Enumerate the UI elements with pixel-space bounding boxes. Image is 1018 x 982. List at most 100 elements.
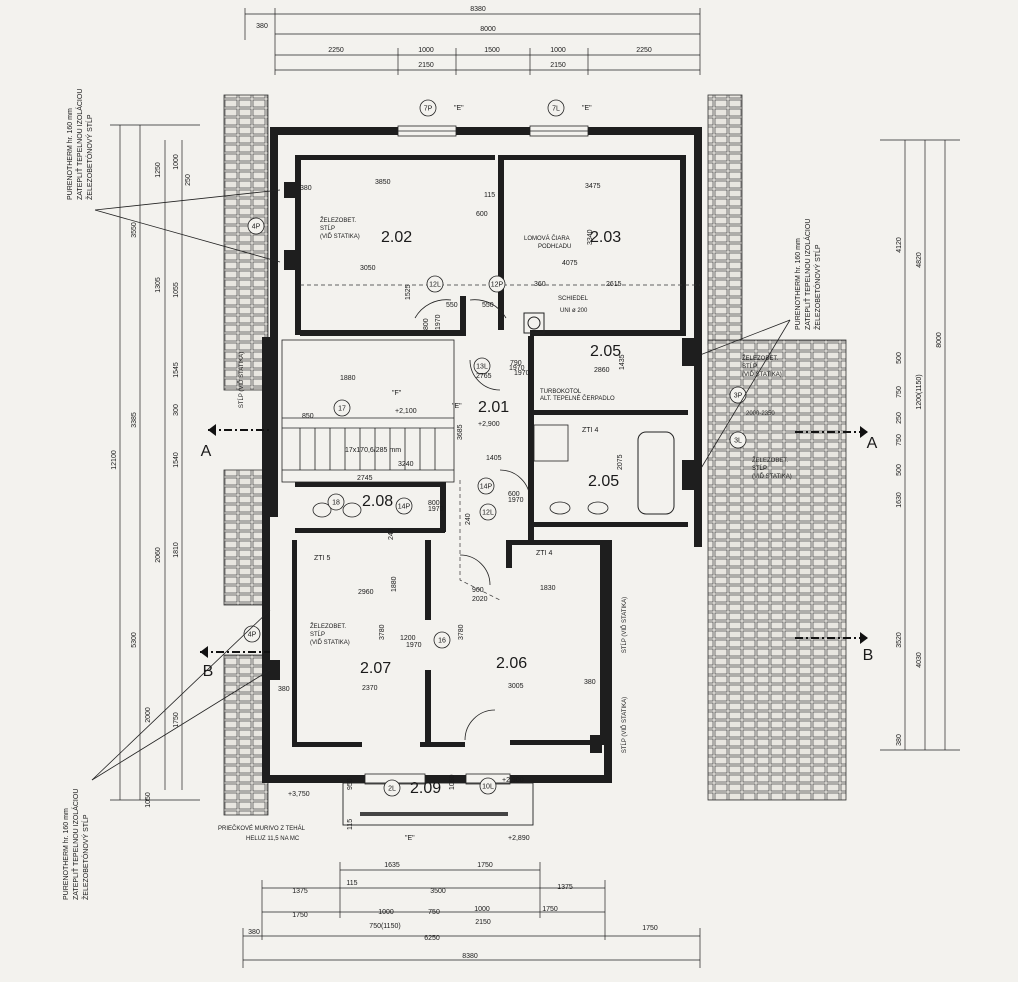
svg-text:4030: 4030 xyxy=(916,652,923,668)
svg-text:4120: 4120 xyxy=(896,237,903,253)
interior-dimension: 1970 xyxy=(514,370,530,377)
svg-text:115: 115 xyxy=(346,880,357,887)
svg-text:1000: 1000 xyxy=(173,154,180,170)
svg-text:8000: 8000 xyxy=(936,332,943,348)
svg-text:250: 250 xyxy=(185,174,192,186)
wall-206-right xyxy=(600,545,605,745)
section-mark-a-left: A xyxy=(201,443,212,460)
svg-text:ŽELEZOBETÓNOVÝ STĹP: ŽELEZOBETÓNOVÝ STĹP xyxy=(813,244,822,330)
room-label-206: 2.06 xyxy=(496,655,527,672)
section-mark-b-right: B xyxy=(863,647,874,664)
label-stlp-right-lower: STĹP (VIĎ STATIKA) xyxy=(620,697,628,753)
svg-text:500: 500 xyxy=(896,352,903,364)
svg-text:18: 18 xyxy=(332,500,340,507)
svg-text:1750: 1750 xyxy=(292,912,308,919)
svg-text:3P: 3P xyxy=(734,393,743,400)
svg-text:1810: 1810 xyxy=(173,542,180,558)
svg-text:12P: 12P xyxy=(491,282,504,289)
elevation-mark-e-top-right: "E" xyxy=(582,105,592,112)
interior-dimension: 3780 xyxy=(379,624,386,640)
wall-right-upper xyxy=(694,127,702,337)
walls xyxy=(262,127,702,783)
interior-dimension: 800 xyxy=(428,500,440,507)
label-zti4-bath: ZTI 4 xyxy=(582,427,598,434)
label-stlp-left: STĹP (VIĎ STATIKA) xyxy=(237,352,245,408)
svg-text:2L: 2L xyxy=(388,786,396,793)
window-tag: 7P xyxy=(419,99,437,117)
interior-dimension: 2960 xyxy=(358,589,374,596)
window-tag: 13L xyxy=(473,357,491,375)
dim-bottom-total: 8380 xyxy=(462,953,478,960)
svg-text:2000: 2000 xyxy=(145,707,152,723)
svg-text:14P: 14P xyxy=(480,484,493,491)
window-tag: 7L xyxy=(547,99,565,117)
window-tag: 14P xyxy=(477,477,495,495)
wall-203-bottom xyxy=(530,330,686,336)
interior-dimension: 900 xyxy=(472,587,484,594)
wall-hall-pier xyxy=(460,296,466,336)
interior-dimension: 3240 xyxy=(398,461,414,468)
level-2100: +2,100 xyxy=(395,408,417,415)
washbasin-right xyxy=(587,501,609,515)
interior-dimension: 3475 xyxy=(585,183,601,190)
interior-dimension: 2370 xyxy=(362,685,378,692)
svg-text:ŽELEZOBETÓNOVÝ STĹP: ŽELEZOBETÓNOVÝ STĹP xyxy=(85,114,94,200)
svg-text:1750: 1750 xyxy=(542,906,558,913)
wall-207-206-divider-lower xyxy=(425,670,431,745)
window-tag: 16 xyxy=(433,631,451,649)
roof-strip-left-lower xyxy=(223,654,269,816)
room-label-204: 2.05 xyxy=(590,343,621,360)
svg-text:14P: 14P xyxy=(398,504,411,511)
wall-206-top xyxy=(506,540,606,545)
wall-207-bottom-left xyxy=(292,742,362,747)
interior-dimension: 1970 xyxy=(428,506,444,513)
insulation-note-bottom: PURENOTHERM hr. 160 mm ZATEPLIŤ TEPELNOU… xyxy=(63,789,90,900)
wall-left-middle xyxy=(262,337,278,517)
svg-text:13L: 13L xyxy=(476,364,488,371)
wall-left-lower xyxy=(262,517,270,782)
balcony-parapet xyxy=(360,812,508,816)
svg-text:PURENOTHERM hr. 160 mm: PURENOTHERM hr. 160 mm xyxy=(63,808,70,900)
wall-204-left xyxy=(528,336,534,421)
label-zti5: ZTI 5 xyxy=(314,555,330,562)
svg-text:1545: 1545 xyxy=(173,362,180,378)
svg-text:ŽELEZOBETÓNOVÝ STĹP: ŽELEZOBETÓNOVÝ STĹP xyxy=(81,814,90,900)
interior-dimension: 4075 xyxy=(562,260,578,267)
room-label-203: 2.03 xyxy=(590,229,621,246)
window-tag: 12L xyxy=(426,275,444,293)
room-label-205: 2.05 xyxy=(588,473,619,490)
balcony-outline xyxy=(342,782,534,826)
column-bottom-right xyxy=(590,735,602,753)
elevation-mark-e-hall: "E" xyxy=(452,403,462,410)
label-podhladu: PODHĽADU xyxy=(538,244,571,250)
label-zelezobet-lower-left: ŽELEZOBET. xyxy=(310,622,346,630)
window-tag: 4P xyxy=(243,625,261,643)
label-alt-pump: ALT. TEPELNÉ ČERPADLO xyxy=(540,395,615,402)
window-tag: 4P xyxy=(247,217,265,235)
svg-text:750(1150): 750(1150) xyxy=(369,923,400,930)
svg-text:3500: 3500 xyxy=(430,888,446,895)
interior-dimension: 1970 xyxy=(509,365,525,372)
column-left-lower xyxy=(266,660,280,680)
wall-room-202-top xyxy=(295,155,495,160)
interior-dimension: 115 xyxy=(484,192,495,199)
svg-text:6250: 6250 xyxy=(424,935,440,942)
wall-206-bottom xyxy=(510,740,605,745)
window-tag: 3L xyxy=(729,431,747,449)
svg-text:750: 750 xyxy=(428,909,440,916)
room-label-202: 2.02 xyxy=(381,229,412,246)
wall-204-bottom xyxy=(528,410,688,415)
interior-dimension: 2765 xyxy=(476,373,492,380)
interior-dimension: 2075 xyxy=(617,454,624,470)
room-label-201: 2.01 xyxy=(478,399,509,416)
interior-dimensions: 3803850347511560030504075261533401525550… xyxy=(278,179,626,830)
wall-206-top-pier xyxy=(506,540,512,568)
svg-text:750: 750 xyxy=(896,386,903,398)
wall-room-203-right xyxy=(680,155,686,335)
window-tag: 14P xyxy=(395,497,413,515)
interior-dimension: 2020 xyxy=(472,596,488,603)
svg-text:12100: 12100 xyxy=(111,450,118,470)
washbasin-208 xyxy=(342,502,362,518)
level-2900-hall: +2,900 xyxy=(478,421,500,428)
